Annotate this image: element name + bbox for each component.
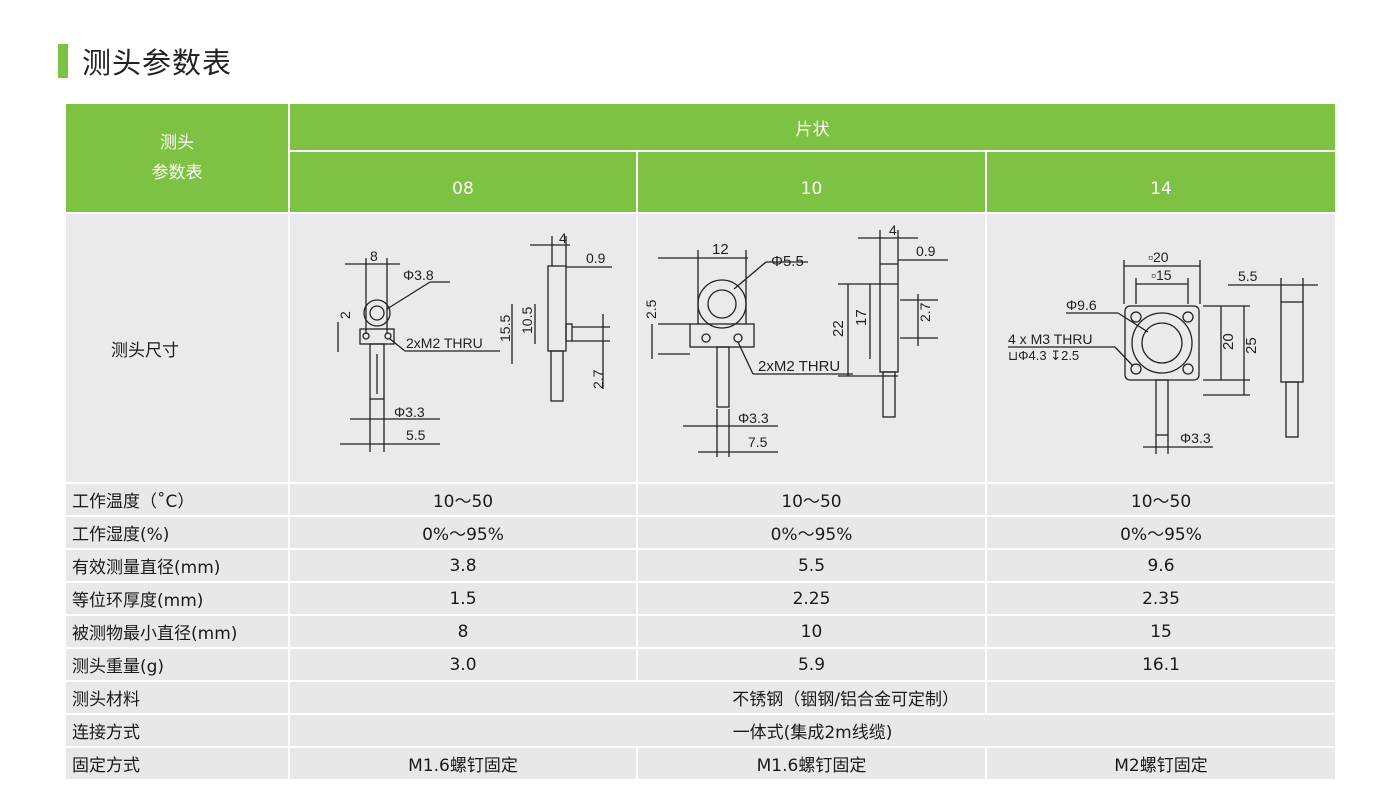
dim-08-w55: 5.5 bbox=[406, 427, 426, 443]
dim-08-t09: 0.9 bbox=[586, 250, 606, 266]
header-model-14: 14 bbox=[984, 151, 1336, 213]
dim-10-w75: 7.5 bbox=[748, 434, 768, 450]
spec-table: 测头 参数表 片状 08 10 14 测头尺寸 8 bbox=[66, 104, 1336, 779]
dim-08-h155: 15.5 bbox=[497, 315, 513, 342]
header-model-10: 10 bbox=[636, 151, 986, 213]
row-label-min-target: 被测物最小直径(mm) bbox=[66, 614, 289, 648]
dimension-drawing-14: ▫20 ▫15 Φ9.6 4 x M3 THRU ⊔Φ4.3 ↧2.5 bbox=[1007, 249, 1318, 454]
dim-08-thru: 2xM2 THRU bbox=[406, 335, 483, 351]
drawing-08-cell: 8 Φ3.8 2 2xM2 THRU 15.5 10.5 bbox=[288, 212, 637, 483]
guard-ring-14: 2.35 bbox=[984, 581, 1336, 615]
dim-14-counterbore: ⊔Φ4.3 ↧2.5 bbox=[1008, 348, 1079, 363]
dimension-drawing-10: 12 Φ5.5 2.5 2xM2 THRU bbox=[643, 222, 948, 457]
dim-08-t4: 4 bbox=[559, 230, 567, 246]
row-label-guard-ring: 等位环厚度(mm) bbox=[66, 581, 289, 615]
temperature-08: 10～50 bbox=[288, 482, 637, 516]
dim-08-width: 8 bbox=[370, 248, 378, 264]
dim-14-cable: Φ3.3 bbox=[1180, 430, 1211, 446]
material-text: 不锈钢（铟钢/铝合金可定制） bbox=[732, 690, 959, 710]
row-label-weight: 测头重量(g) bbox=[66, 647, 289, 681]
effective-diameter-14: 9.6 bbox=[984, 548, 1336, 582]
dim-14-sq20: ▫20 bbox=[1148, 249, 1169, 265]
humidity-10: 0%～95% bbox=[636, 515, 986, 549]
row-label-connection: 连接方式 bbox=[66, 713, 289, 747]
dimension-drawing-08: 8 Φ3.8 2 2xM2 THRU 15.5 10.5 bbox=[337, 230, 612, 452]
dim-10-width: 12 bbox=[712, 241, 729, 258]
humidity-08: 0%～95% bbox=[288, 515, 637, 549]
row-label-material: 测头材料 bbox=[66, 680, 289, 714]
header-model-08: 08 bbox=[288, 151, 637, 213]
dim-10-h27: 2.7 bbox=[917, 302, 933, 322]
title-accent-bar bbox=[58, 44, 68, 78]
min-target-08: 8 bbox=[288, 614, 637, 648]
dim-10-t4: 4 bbox=[889, 222, 897, 238]
min-target-10: 10 bbox=[636, 614, 986, 648]
dim-14-thru: 4 x M3 THRU bbox=[1008, 331, 1093, 347]
row-label-temperature: 工作温度（˚C） bbox=[66, 482, 289, 516]
dim-10-t09: 0.9 bbox=[916, 243, 936, 259]
weight-10: 5.9 bbox=[636, 647, 986, 681]
temperature-14: 10～50 bbox=[984, 482, 1336, 516]
dim-08-h2: 2 bbox=[337, 311, 353, 319]
dim-08-cable: Φ3.3 bbox=[394, 404, 425, 420]
row-label-humidity: 工作湿度(%) bbox=[66, 515, 289, 549]
connection-value: 一体式(集成2m线缆) bbox=[287, 713, 1336, 747]
effective-diameter-10: 5.5 bbox=[636, 548, 986, 582]
drawing-14-cell: ▫20 ▫15 Φ9.6 4 x M3 THRU ⊔Φ4.3 ↧2.5 bbox=[984, 212, 1336, 483]
section-title: 测头参数表 bbox=[58, 43, 233, 80]
header-corner-line1: 测头 bbox=[160, 133, 194, 153]
dim-10-thru: 2xM2 THRU bbox=[758, 358, 840, 375]
header-corner: 测头 参数表 bbox=[66, 104, 289, 213]
dim-08-h27: 2.7 bbox=[590, 369, 606, 389]
row-label-dimensions: 测头尺寸 bbox=[66, 212, 289, 483]
weight-14: 16.1 bbox=[984, 647, 1336, 681]
effective-diameter-08: 3.8 bbox=[288, 548, 637, 582]
dim-10-cable: Φ3.3 bbox=[738, 410, 769, 426]
fixing-08: M1.6螺钉固定 bbox=[288, 746, 637, 779]
dim-14-h25: 25 bbox=[1243, 337, 1260, 354]
dim-14-t55: 5.5 bbox=[1238, 268, 1258, 284]
header-corner-line2: 参数表 bbox=[151, 163, 203, 183]
dim-10-dia: Φ5.5 bbox=[771, 253, 804, 270]
row-label-effective-diameter: 有效测量直径(mm) bbox=[66, 548, 289, 582]
header-group: 片状 bbox=[287, 104, 1336, 152]
page-title: 测头参数表 bbox=[82, 46, 233, 80]
weight-08: 3.0 bbox=[288, 647, 637, 681]
guard-ring-10: 2.25 bbox=[636, 581, 986, 615]
dim-10-h17: 17 bbox=[853, 309, 870, 326]
fixing-10: M1.6螺钉固定 bbox=[636, 746, 986, 779]
dim-08-dia: Φ3.8 bbox=[403, 267, 434, 283]
fixing-14: M2螺钉固定 bbox=[984, 746, 1336, 779]
dim-08-h105: 10.5 bbox=[519, 307, 535, 334]
material-value: 不锈钢（铟钢/铝合金可定制） bbox=[288, 680, 986, 714]
humidity-14: 0%～95% bbox=[984, 515, 1336, 549]
drawing-10-cell: 12 Φ5.5 2.5 2xM2 THRU bbox=[636, 212, 986, 483]
row-label-fixing: 固定方式 bbox=[66, 746, 289, 779]
dim-10-h22: 22 bbox=[830, 320, 847, 337]
temperature-10: 10～50 bbox=[636, 482, 986, 516]
min-target-14: 15 bbox=[984, 614, 1336, 648]
dim-14-h20: 20 bbox=[1220, 333, 1237, 350]
dim-14-sq15: ▫15 bbox=[1151, 267, 1172, 283]
material-blank bbox=[984, 680, 1336, 714]
guard-ring-08: 1.5 bbox=[288, 581, 637, 615]
dim-10-h25: 2.5 bbox=[643, 299, 659, 319]
dim-14-dia: Φ9.6 bbox=[1066, 297, 1097, 313]
